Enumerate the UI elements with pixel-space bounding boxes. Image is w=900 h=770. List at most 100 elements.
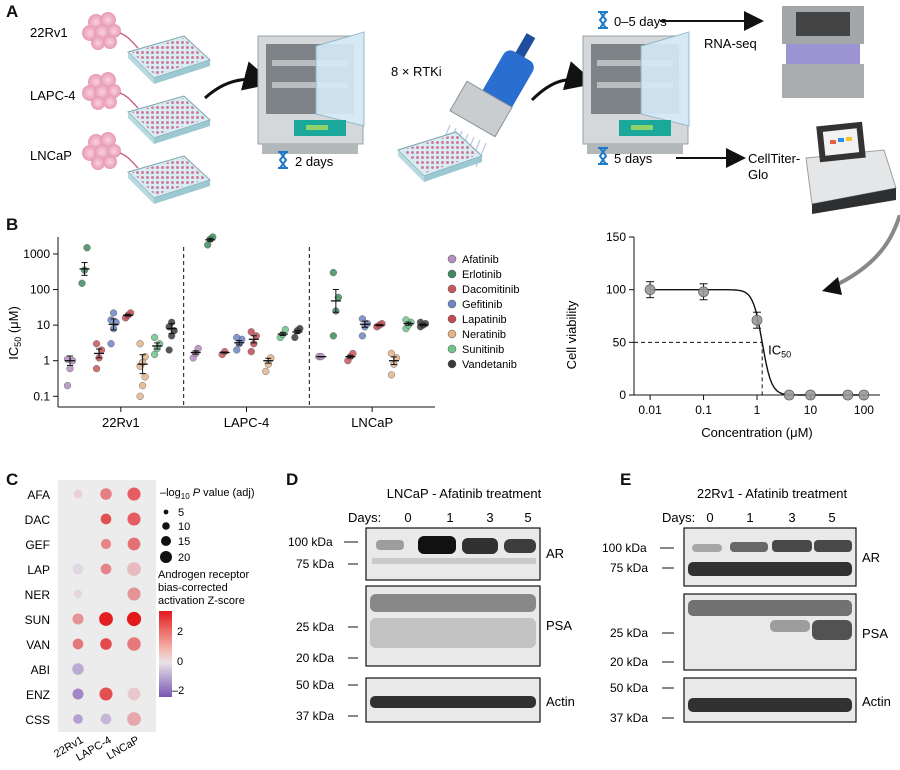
row-label: LAP	[27, 563, 50, 577]
blot-title: 22Rv1 - Afatinib treatment	[697, 486, 848, 501]
bubble	[72, 688, 84, 700]
legend-label: Gefitinib	[462, 299, 502, 311]
day-label: 1	[446, 510, 453, 525]
bubble	[73, 714, 83, 724]
data-point	[136, 340, 144, 348]
y-tick-label: 0.1	[33, 389, 50, 403]
legend-swatch	[447, 359, 457, 369]
day-label: 0	[706, 510, 713, 525]
data-point	[63, 381, 72, 390]
x-tick-label: 10	[804, 403, 818, 417]
data-point	[858, 389, 870, 401]
kda-marker: 25 kDa	[296, 620, 334, 634]
cell-cluster-icon	[82, 72, 121, 110]
panel-letter-e: E	[620, 470, 632, 489]
y-tick-label: 150	[606, 230, 626, 244]
x-tick-label: 1	[754, 403, 761, 417]
cell-line-label: LNCaP	[30, 148, 72, 163]
zscore-tick: 0	[177, 656, 183, 668]
data-point	[698, 286, 709, 298]
data-point	[387, 349, 396, 358]
dose-response-x-label: Concentration (μM)	[701, 425, 813, 440]
fit-curve	[650, 289, 869, 396]
bubble	[127, 712, 141, 726]
day-label: 0	[404, 510, 411, 525]
bubble	[127, 587, 141, 601]
zscore-legend-title: activation Z-score	[158, 595, 245, 607]
blot-label: PSA	[546, 618, 572, 633]
hourglass-icon	[278, 151, 288, 169]
data-point	[233, 346, 241, 354]
column-label: LNCaP	[105, 734, 142, 762]
pvalue-size-label: 5	[178, 507, 184, 519]
data-point	[281, 325, 289, 334]
bubble	[72, 663, 84, 675]
data-point	[92, 364, 101, 373]
blot-psa	[365, 585, 541, 667]
pvalue-size-legend: 5 10 15 20	[160, 507, 190, 564]
data-point	[138, 381, 147, 390]
kda-marker: 37 kDa	[296, 709, 334, 723]
data-point	[247, 347, 255, 356]
drug-label: 8 × RTKi	[391, 64, 442, 79]
day-label: 1	[746, 510, 753, 525]
legend-swatch	[447, 269, 457, 279]
row-label: NER	[25, 588, 51, 602]
flow-arrow	[530, 61, 596, 102]
row-label: DAC	[25, 513, 51, 527]
arrowhead-icon	[822, 277, 842, 295]
ic50-subscript: 50	[781, 349, 791, 359]
cell-plate-group-lncap	[82, 132, 211, 204]
kda-marker: 75 kDa	[296, 557, 334, 571]
plate-reader-icon	[805, 121, 897, 214]
rna-timepoint-label: 0–5 days	[614, 14, 667, 29]
day-label: 5	[828, 510, 835, 525]
row-label: ENZ	[26, 688, 50, 702]
bubble	[73, 489, 83, 499]
data-point	[644, 284, 656, 296]
bubble	[100, 638, 112, 650]
legend-label: Sunitinib	[462, 344, 504, 356]
panel-letter-b: B	[6, 215, 19, 234]
blot-label: AR	[546, 546, 564, 561]
pvalue-size-label: 20	[178, 552, 190, 564]
data-point	[165, 346, 173, 354]
western-blot-lncap: LNCaP - Afatinib treatment Days: 0 1 3 5…	[288, 486, 575, 723]
bubble	[72, 563, 84, 575]
data-point	[387, 371, 396, 379]
blot-title: LNCaP - Afatinib treatment	[387, 486, 542, 501]
dose-response-y-label: Cell viability	[564, 300, 579, 369]
legend-label: Neratinib	[462, 329, 506, 341]
data-point	[141, 373, 149, 381]
kda-marker: 20 kDa	[610, 655, 648, 669]
data-point	[107, 340, 115, 348]
bubble	[100, 538, 112, 550]
row-label: ABI	[31, 663, 50, 677]
data-point	[358, 332, 367, 340]
blot-label: PSA	[862, 626, 888, 641]
blot-ar	[683, 527, 857, 587]
y-tick-label: 50	[613, 335, 627, 349]
legend-swatch	[447, 329, 457, 339]
y-tick-label: 10	[37, 318, 51, 332]
pvalue-size-label: 10	[178, 521, 190, 533]
panel-letter-d: D	[286, 470, 299, 489]
kda-marker: 75 kDa	[610, 561, 648, 575]
data-point	[107, 316, 115, 324]
kda-marker: 100 kDa	[602, 541, 647, 555]
bubble	[99, 687, 113, 701]
row-label: AFA	[27, 488, 50, 502]
ic50-label: IC50	[768, 342, 791, 359]
bubble	[72, 613, 84, 625]
legend-swatch	[447, 284, 457, 294]
x-tick-label: LNCaP	[351, 415, 393, 430]
legend-label: Erlotinib	[462, 269, 502, 281]
blot-label: Actin	[862, 694, 891, 709]
dose-response-curve: IC50	[634, 281, 870, 401]
ic50-y-axis-label: IC50 (μM)	[6, 306, 23, 360]
